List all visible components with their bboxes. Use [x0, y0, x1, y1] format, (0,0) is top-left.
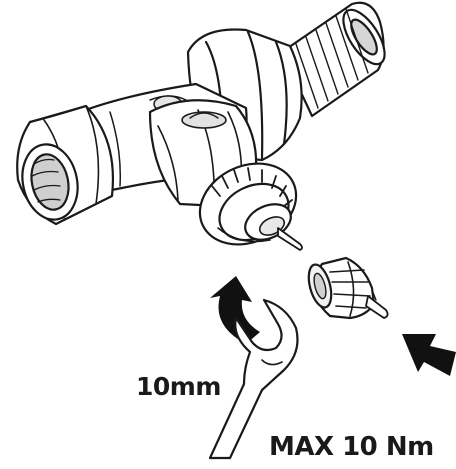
max-torque-label: MAX 10 Nm	[269, 432, 434, 462]
valve-body-icon	[16, 1, 386, 251]
wrench-size-label: 10mm	[136, 372, 221, 401]
inlet-hex-nut-icon	[16, 104, 114, 226]
wrench-icon	[208, 298, 299, 460]
insert-part-icon	[307, 256, 389, 320]
threaded-outlet-icon	[280, 1, 386, 118]
push-arrow-icon	[402, 334, 456, 376]
spindle-pin-icon	[277, 227, 303, 251]
rotate-arrow-icon	[210, 276, 260, 344]
